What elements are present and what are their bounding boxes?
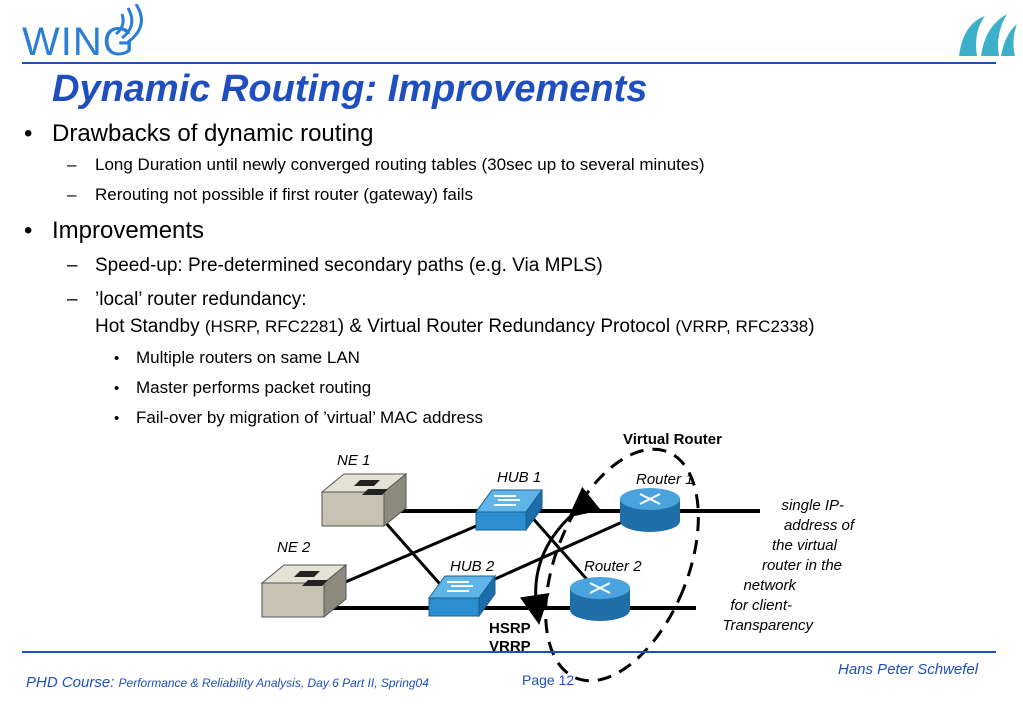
bullet-improvements: Improvements (52, 217, 205, 244)
sub-bullet-protocols: Hot Standby (HSRP, RFC2281) & Virtual Ro… (95, 316, 815, 338)
virtual-router-label: Virtual Router (623, 431, 722, 448)
hub2-switch-icon (428, 574, 496, 618)
bullet-marker: • (114, 410, 120, 427)
course-detail: Performance & Reliability Analysis, Day … (118, 676, 429, 690)
sub-bullet-rerouting: Rerouting not possible if first router (… (95, 185, 473, 204)
dash-marker: – (67, 255, 78, 276)
closing-paren: ) (808, 316, 815, 337)
note-line: single IP- (781, 497, 844, 514)
vrrp-label: VRRP (489, 638, 531, 655)
link-ne1-hub2 (383, 521, 449, 593)
ne2-device-icon (260, 563, 348, 619)
note-line: for client- (730, 597, 792, 614)
footer-rule (22, 651, 996, 653)
note-line: address of (783, 517, 854, 534)
bullet-marker: • (24, 217, 33, 244)
bullet-marker: • (114, 350, 120, 367)
bullet-drawbacks: Drawbacks of dynamic routing (52, 120, 374, 147)
virtual-ip-note: single IP- address of the virtual router… (700, 496, 880, 636)
link-ne2-hub1 (321, 516, 496, 594)
course-label: PHD Course: (26, 674, 119, 691)
bullet-marker: • (24, 120, 33, 147)
hub2-label: HUB 2 (450, 558, 495, 575)
hub1-switch-icon (475, 488, 543, 532)
wifi-signal-icon (115, 4, 143, 44)
vrrp-protocol-text: ) & Virtual Router Redundancy Protocol (337, 316, 676, 337)
note-line: router in the (761, 557, 842, 574)
failover-arrow (519, 486, 602, 625)
note-line: the virtual (771, 537, 837, 554)
router2-icon (570, 577, 630, 621)
sub-bullet-local-redundancy: ’local’ router redundancy: (95, 289, 307, 310)
router1-icon (620, 488, 680, 532)
dash-marker: – (67, 185, 77, 204)
note-line: network (743, 577, 796, 594)
university-swoosh-logo (959, 14, 1017, 56)
hsrp-rfc-text: (HSRP, RFC2281 (204, 317, 338, 336)
footer-course: PHD Course: Performance & Reliability An… (26, 674, 429, 691)
sub-sub-bullet-multiple-routers: Multiple routers on same LAN (136, 348, 360, 367)
header-rule (22, 62, 996, 64)
dash-marker: – (67, 289, 78, 310)
router2-label: Router 2 (584, 558, 642, 575)
hot-standby-text: Hot Standby (95, 316, 205, 337)
page-number: Page 12 (522, 672, 575, 688)
ne1-device-icon (320, 472, 408, 528)
sub-sub-bullet-failover: Fail-over by migration of ’virtual’ MAC … (136, 408, 484, 427)
ne1-label: NE 1 (337, 452, 371, 469)
dash-marker: – (67, 155, 77, 174)
hub1-label: HUB 1 (497, 469, 542, 486)
router1-label: Router 1 (636, 471, 694, 488)
slide-title: Dynamic Routing: Improvements (52, 68, 648, 110)
sub-sub-bullet-master: Master performs packet routing (136, 378, 372, 397)
footer-author: Hans Peter Schwefel (838, 661, 979, 678)
note-line: Transparency (722, 617, 813, 634)
bullet-marker: • (114, 380, 120, 397)
hsrp-label: HSRP (489, 620, 531, 637)
sub-bullet-speed-up: Speed-up: Pre-determined secondary paths… (95, 255, 603, 276)
wing-logo: WING (22, 20, 135, 64)
sub-bullet-long-duration: Long Duration until newly converged rout… (95, 155, 705, 174)
vrrp-rfc-text: (VRRP, RFC2338 (675, 317, 809, 336)
ne2-label: NE 2 (277, 539, 311, 556)
